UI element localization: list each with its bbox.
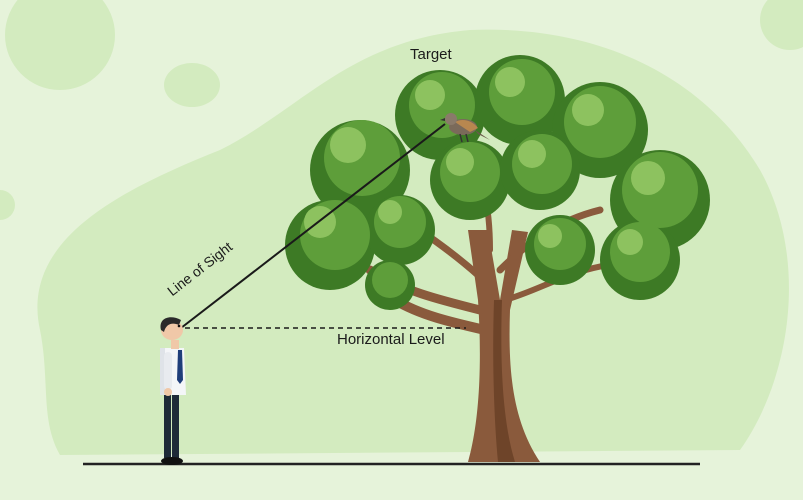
bird-icon (440, 113, 490, 143)
horizontal-level-label: Horizontal Level (337, 331, 445, 348)
background-blob-small (760, 0, 803, 50)
background-blob-small (5, 0, 115, 90)
background-blob-small (0, 190, 15, 220)
tree-icon (285, 55, 710, 462)
person-icon (160, 317, 186, 465)
background-blob-small (164, 63, 220, 107)
line-of-sight (180, 123, 446, 329)
target-label: Target (410, 46, 452, 63)
